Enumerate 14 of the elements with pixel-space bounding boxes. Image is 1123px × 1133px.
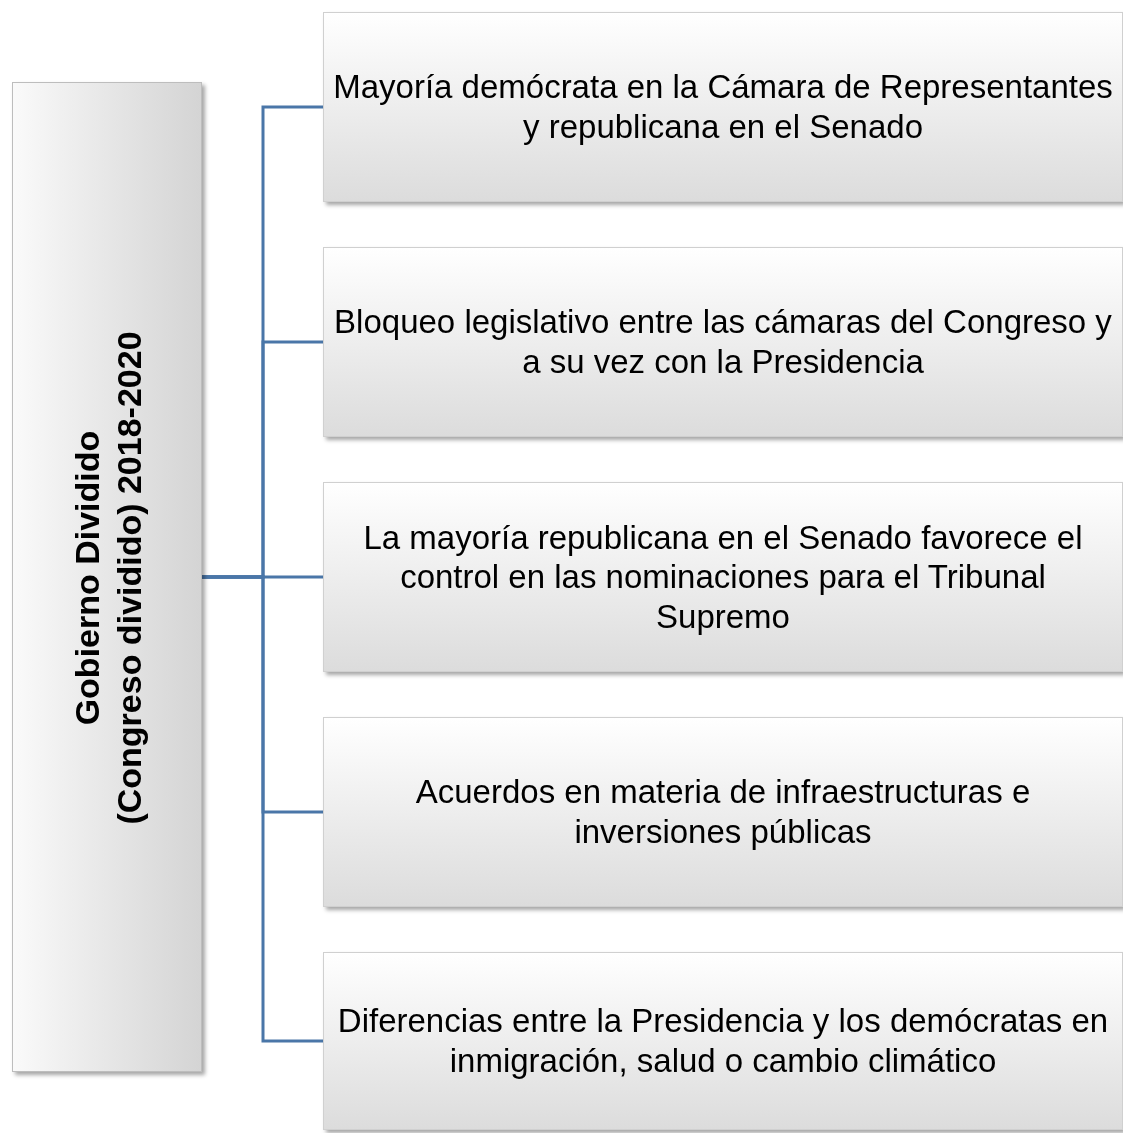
box-text: Diferencias entre la Presidencia y los demócratas en inmigración, salud o cambio climático bbox=[336, 1001, 1110, 1081]
box-text: Bloqueo legislativo entre las cámaras del Congreso y a su vez con la Presidencia bbox=[333, 302, 1113, 382]
box-text: La mayoría republicana en el Senado favorece el control en las nominaciones para el Tribunal Supremo bbox=[362, 517, 1084, 637]
text-box bbox=[323, 247, 1123, 437]
title-text: (Congreso dividido) 2018-2020 bbox=[109, 331, 149, 825]
box-text: Mayoría demócrata en la Cámara de Representantes y republicana en el Senado bbox=[332, 67, 1114, 147]
title-text: Gobierno Dividido bbox=[66, 430, 107, 726]
title-box bbox=[12, 82, 202, 1072]
text-box bbox=[323, 717, 1123, 907]
box-text: Acuerdos en materia de infraestructuras e inversiones públicas bbox=[414, 772, 1032, 852]
text-box bbox=[323, 482, 1123, 672]
text-box bbox=[323, 12, 1123, 202]
text-box bbox=[323, 952, 1123, 1130]
connector-line bbox=[202, 575, 323, 1043]
